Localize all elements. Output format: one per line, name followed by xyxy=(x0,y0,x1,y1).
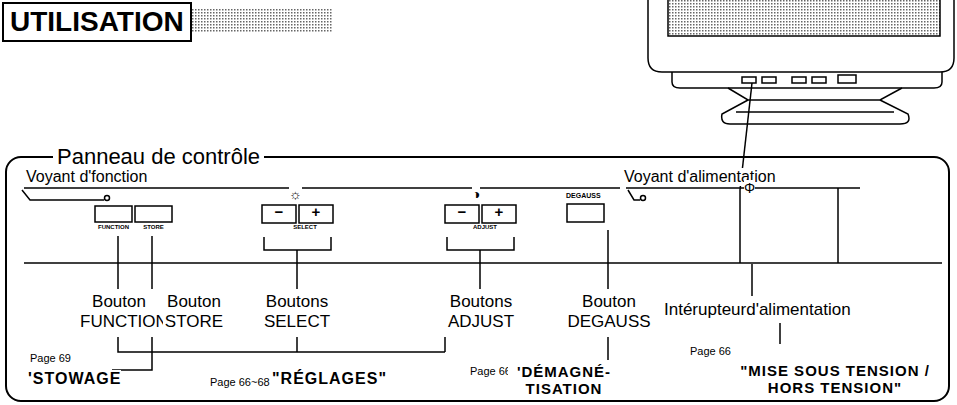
indicator-label: Voyant d'fonction xyxy=(26,168,147,186)
page-title: UTILISATION xyxy=(2,2,192,42)
button-sign: − xyxy=(445,203,479,220)
section-ref: 'STOWAGE xyxy=(28,370,121,388)
button-legend: STORE xyxy=(134,224,173,231)
page-ref: Page 66~68 xyxy=(210,376,270,389)
leader-line xyxy=(22,83,942,263)
monitor-drawing xyxy=(648,0,954,124)
panel-heading: Panneau de contrôle xyxy=(53,144,264,169)
page-ref: Page 66 xyxy=(690,345,731,358)
button-sign: + xyxy=(299,203,333,220)
button xyxy=(95,204,604,223)
part-name: Boutons SELECT xyxy=(255,292,339,331)
part-name: Bouton FUNCTION xyxy=(80,292,158,331)
button-legend: FUNCTION xyxy=(92,224,135,231)
part-name: Bouton DEGAUSS xyxy=(562,292,656,331)
brightness-symbol: ☼ xyxy=(289,186,302,202)
part-name: Boutons ADJUST xyxy=(436,292,526,331)
power-symbol: Φ xyxy=(744,180,755,196)
section-ref: "RÉGLAGES" xyxy=(272,370,387,388)
button-legend: SELECT xyxy=(270,224,340,231)
button-legend: ADJUST xyxy=(450,224,520,231)
page-ref: Page 69 xyxy=(30,352,71,365)
page-ref: Page 66 xyxy=(470,365,511,378)
contrast-symbol: ◑ xyxy=(472,186,480,202)
section-ref: 'DÉMAGNÉ- TISATION xyxy=(508,363,620,398)
part-name: Bouton STORE xyxy=(163,292,225,331)
section-ref: "MISE SOUS TENSION / HORS TENSION" xyxy=(735,362,935,397)
header-bar xyxy=(172,8,332,32)
button-sign: + xyxy=(482,203,516,220)
button-sign: − xyxy=(262,203,296,220)
part-name: Intérupteurd'alimentation xyxy=(664,300,851,320)
button-legend: DEGAUSS xyxy=(566,192,601,200)
